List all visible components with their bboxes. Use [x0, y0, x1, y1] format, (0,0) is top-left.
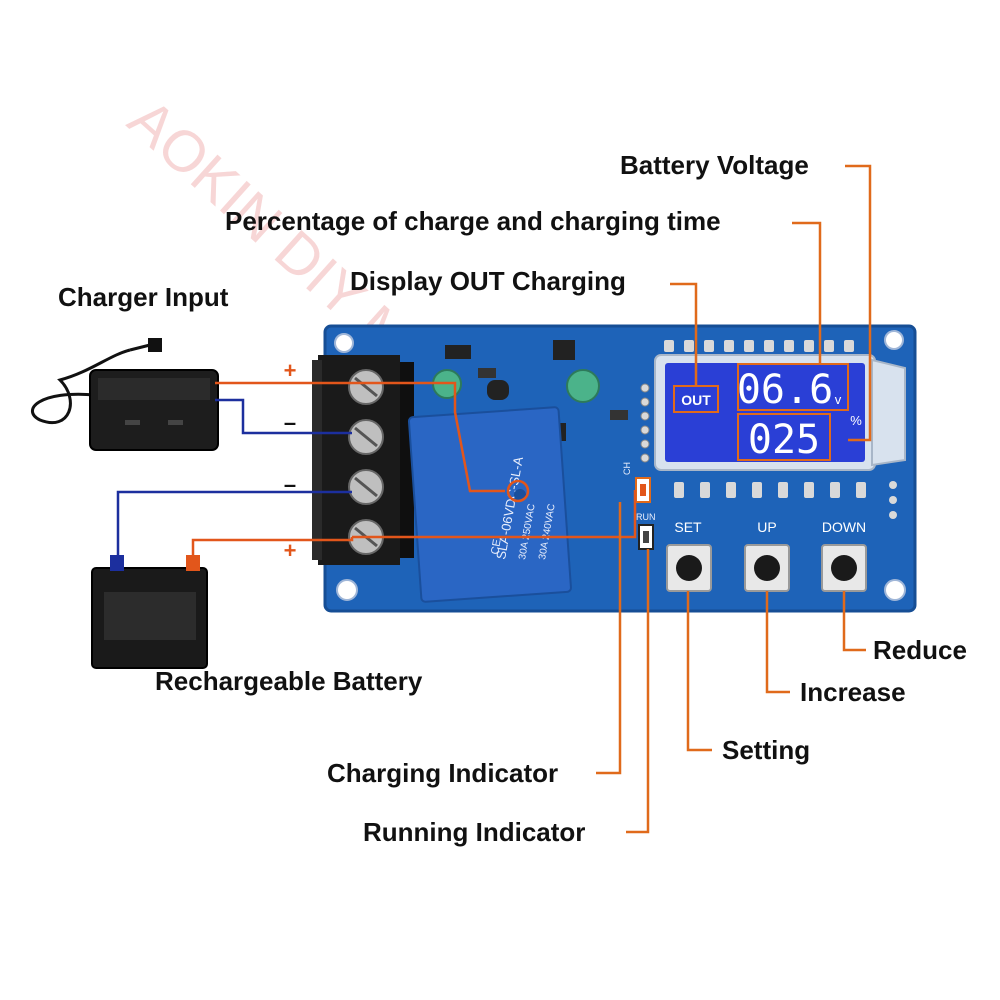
leader-setting: [686, 591, 712, 752]
label-increase: Increase: [800, 677, 906, 707]
wire-battery-negative: [116, 490, 352, 557]
mount-hole: [884, 579, 906, 601]
leader-running-indicator: [626, 549, 650, 834]
voltage-readout: 06.6: [737, 367, 833, 413]
label-setting: Setting: [722, 735, 810, 765]
label-battery-voltage: Battery Voltage: [620, 150, 809, 180]
mount-hole: [884, 330, 904, 350]
lcd-display: OUT 06.6 v 025 %: [654, 354, 906, 471]
label-display-out: Display OUT Charging: [350, 266, 626, 296]
leader-lines: [596, 164, 872, 834]
label-reduce: Reduce: [873, 635, 967, 665]
percent-unit: %: [850, 413, 862, 428]
label-running-indicator: Running Indicator: [363, 817, 585, 847]
percent-readout-box: [737, 413, 831, 461]
battery-icon: [91, 555, 208, 669]
leader-increase: [765, 591, 790, 694]
wire-battery-positive: [191, 537, 354, 557]
terminal-screw: [348, 469, 384, 505]
mount-hole: [336, 579, 358, 601]
leader-percentage: [792, 221, 822, 364]
mount-hole: [334, 333, 354, 353]
charging-indicator-led: [635, 477, 651, 503]
terminal-minus-1: –: [284, 410, 296, 435]
charger-adapter-icon: [30, 338, 219, 451]
down-button[interactable]: [821, 544, 867, 592]
terminal-minus-2: –: [284, 472, 296, 497]
up-button[interactable]: [744, 544, 790, 592]
run-silk: RUN: [636, 512, 656, 522]
voltage-readout-box: [737, 363, 849, 411]
terminal-block: [312, 355, 414, 565]
wire-charger-negative: [215, 398, 352, 435]
leader-charging-indicator: [596, 502, 622, 775]
set-silk: SET: [674, 519, 702, 535]
label-rechargeable-battery: Rechargeable Battery: [155, 666, 423, 696]
terminal-plus-1: +: [284, 358, 297, 383]
label-charging-indicator: Charging Indicator: [327, 758, 558, 788]
voltage-unit: v: [835, 392, 842, 407]
relay-mark: CE: [489, 538, 503, 555]
relay: SLA-06VDC-SL-A 30A 250VAC 30A 240VAC CE: [407, 406, 572, 603]
leader-battery-voltage: [845, 164, 872, 442]
percent-readout: 025: [748, 417, 820, 463]
wire-relay-link: [453, 400, 505, 493]
up-silk: UP: [757, 519, 776, 535]
out-text: OUT: [681, 392, 711, 408]
label-percentage-time: Percentage of charge and charging time: [225, 206, 721, 236]
label-charger-input: Charger Input: [58, 282, 229, 312]
charge-silk: CH: [622, 462, 632, 475]
running-indicator-led: [638, 524, 654, 550]
set-button[interactable]: [666, 544, 712, 592]
terminal-plus-2: +: [284, 538, 297, 563]
leader-display-out: [670, 282, 698, 386]
terminal-screw: [348, 419, 384, 455]
terminal-screw: [348, 369, 384, 405]
capacitor: [566, 369, 600, 403]
wire-charger-positive: [215, 381, 457, 400]
leader-reduce: [842, 591, 866, 652]
down-silk: DOWN: [822, 519, 866, 535]
